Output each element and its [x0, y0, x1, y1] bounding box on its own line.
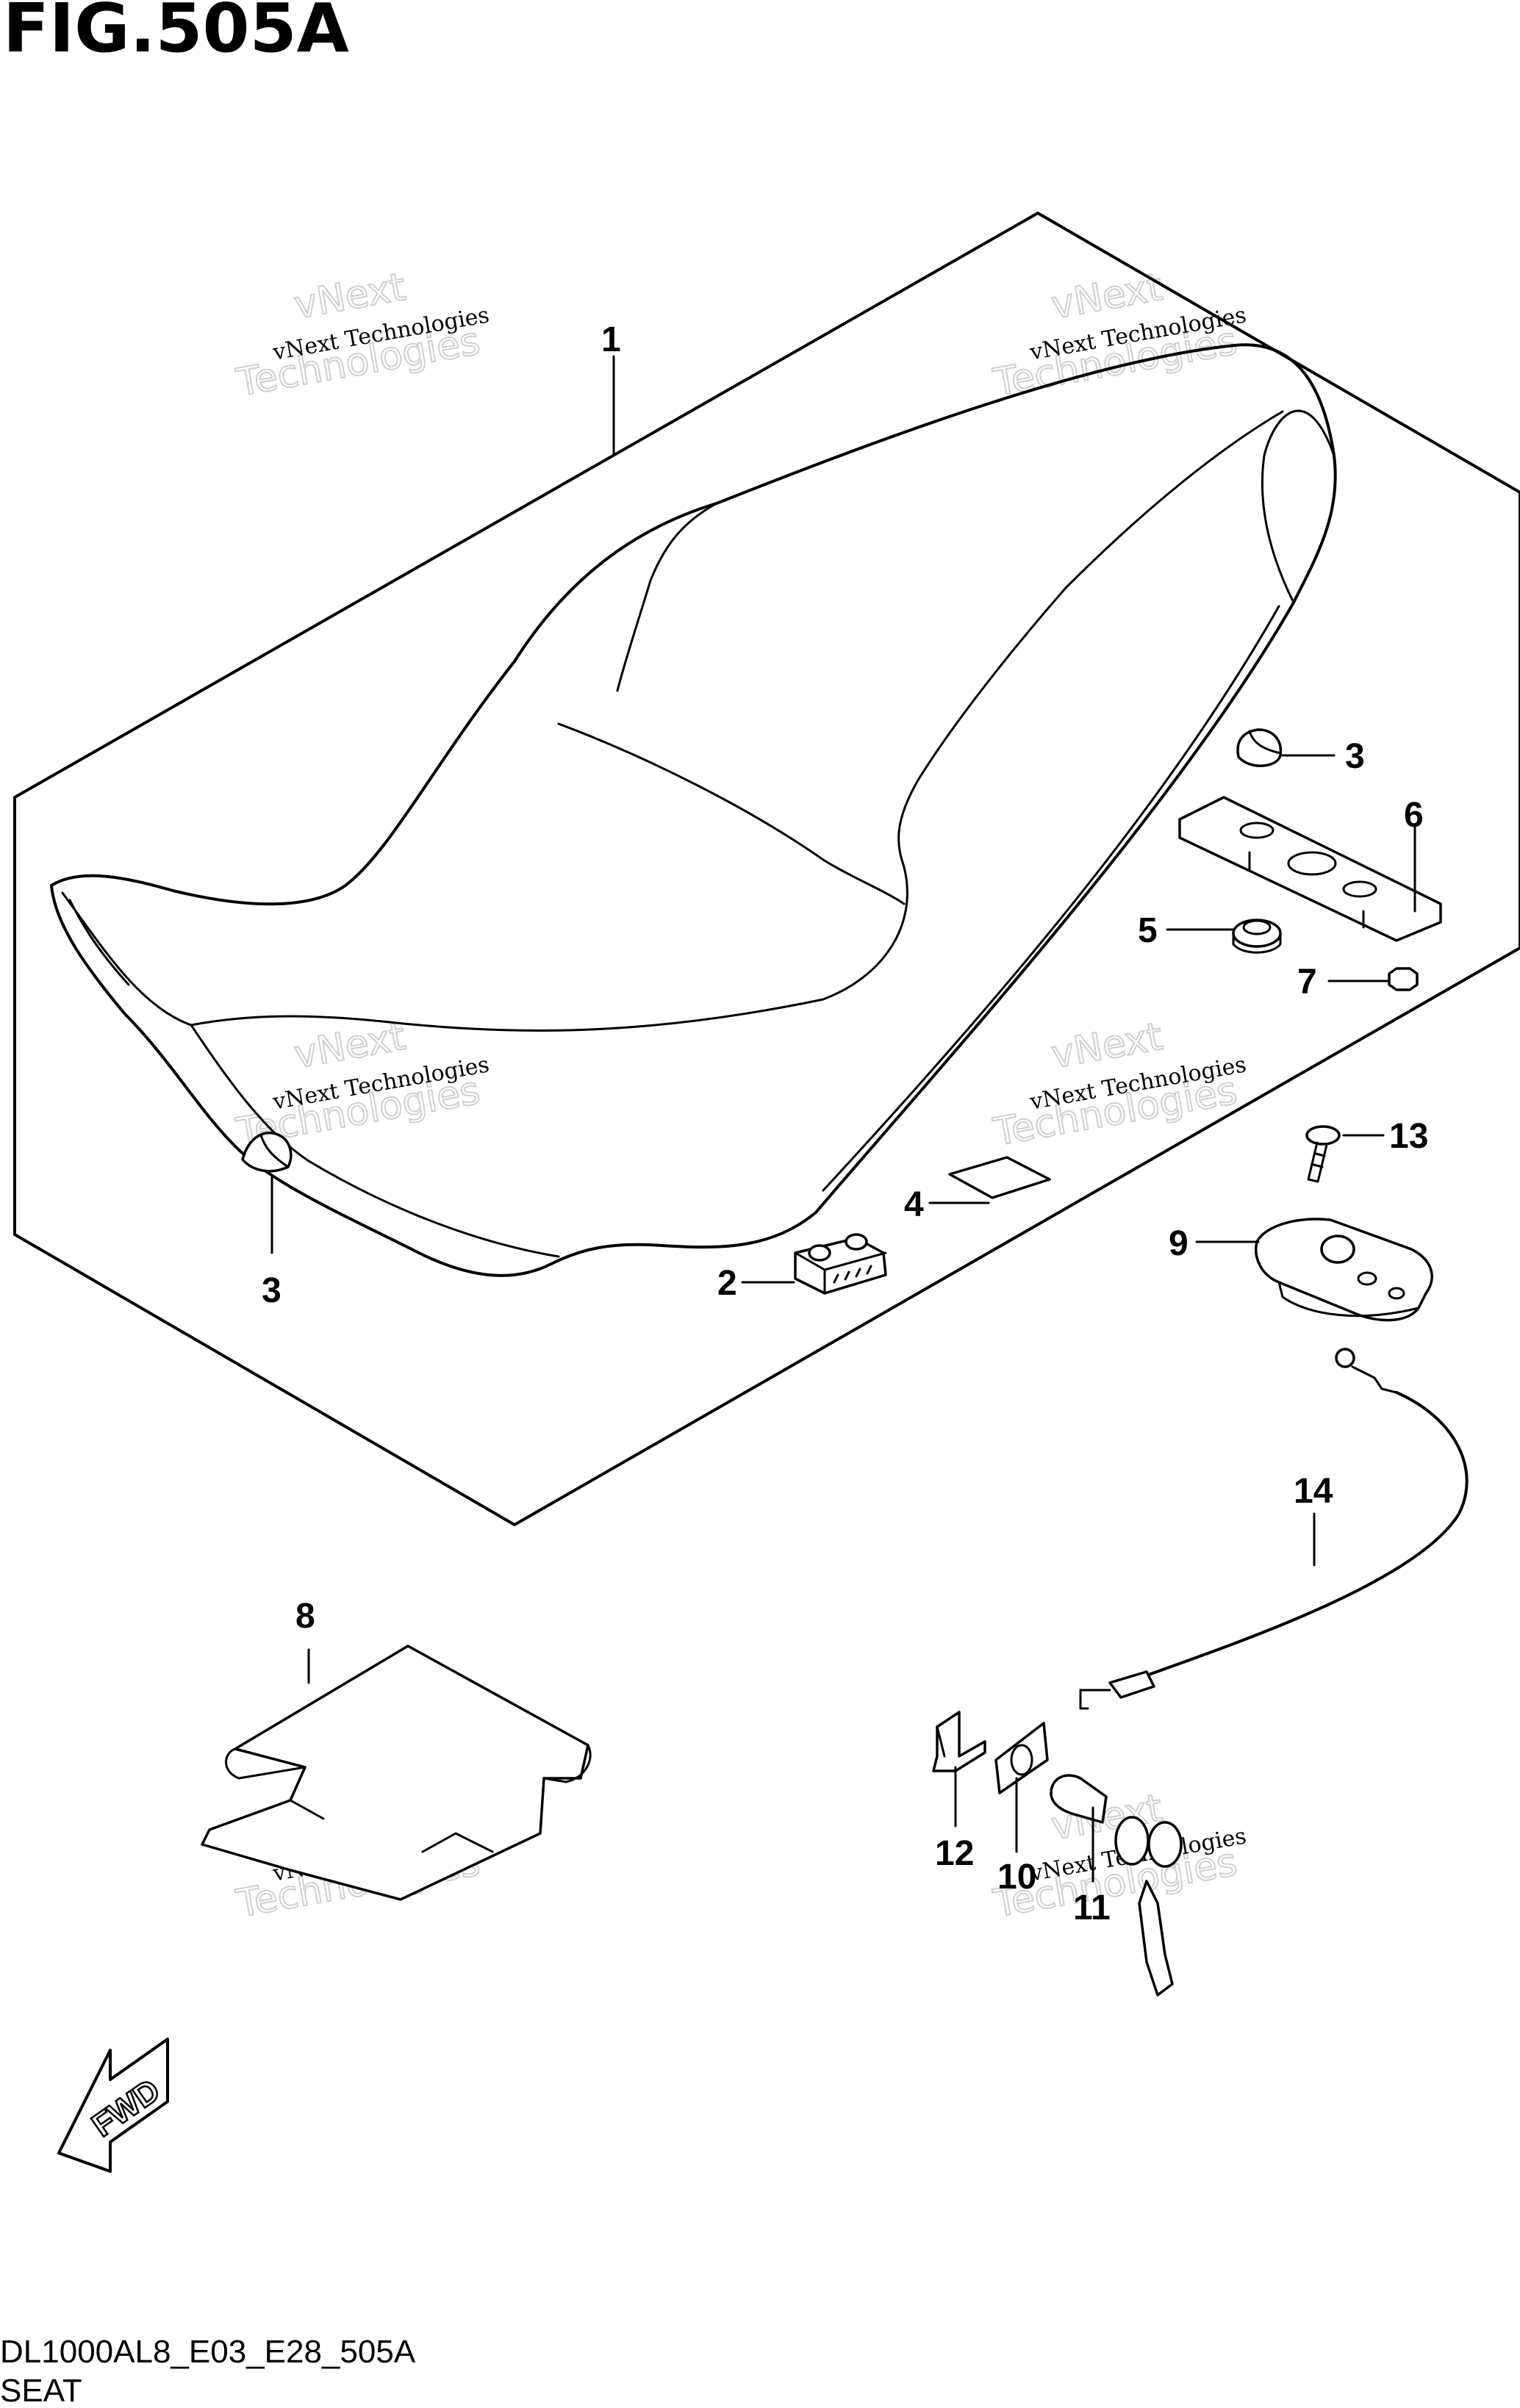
- figure-code: DL1000AL8_E03_E28_505A: [0, 2334, 416, 2370]
- part-8-cover: [201, 1645, 592, 1901]
- leader-lines: [270, 355, 1416, 1883]
- part-5-grommet: [1232, 919, 1282, 954]
- figure-title: FIG.505A: [3, 0, 349, 68]
- callout-9: 9: [1169, 1224, 1189, 1263]
- part-3-cushion-left: [241, 1131, 293, 1173]
- part-9-seat-lock: [1255, 1218, 1433, 1322]
- callouts: 1 2 3 3 4 5 6 7 8 9 10 11 12 13 14: [262, 320, 1428, 1927]
- callout-2: 2: [717, 1264, 737, 1303]
- callout-8: 8: [295, 1597, 315, 1636]
- assembly-outline: [13, 212, 1520, 1526]
- callout-12: 12: [935, 1834, 974, 1873]
- part-12-clip: [932, 1711, 986, 1772]
- callout-3-right: 3: [1345, 737, 1365, 776]
- callout-5: 5: [1138, 911, 1158, 950]
- part-11-key-cylinder: [1050, 1774, 1183, 1997]
- part-7-nut: [1388, 967, 1419, 991]
- callout-6: 6: [1404, 796, 1424, 835]
- part-4-label: [948, 1156, 1051, 1199]
- callout-7: 7: [1297, 963, 1317, 1002]
- callout-10: 10: [997, 1858, 1036, 1897]
- callout-13: 13: [1389, 1117, 1428, 1156]
- part-2-grommet: [794, 1233, 887, 1295]
- fwd-arrow: FWD: [57, 2038, 169, 2173]
- figure-name: SEAT: [0, 2373, 82, 2408]
- callout-1: 1: [601, 320, 621, 359]
- callout-14: 14: [1294, 1472, 1333, 1511]
- part-13-screw: [1305, 1125, 1341, 1183]
- callout-11: 11: [1073, 1888, 1111, 1927]
- part-3-cushion-right: [1236, 728, 1283, 767]
- callout-3-left: 3: [262, 1271, 282, 1310]
- part-6-bracket: [1178, 796, 1442, 942]
- part-14-cable: [1079, 1348, 1469, 1710]
- callout-4: 4: [904, 1185, 924, 1224]
- seat-drawing: [50, 343, 1337, 1277]
- part-10-plate: [994, 1722, 1049, 1794]
